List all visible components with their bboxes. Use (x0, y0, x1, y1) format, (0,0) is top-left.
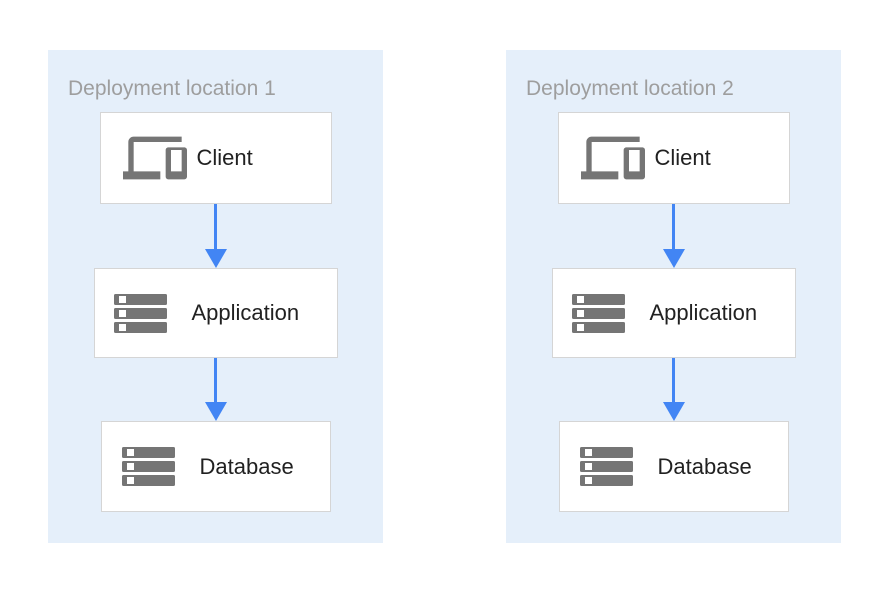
client-node: Client (99, 112, 332, 204)
node-label: Application (191, 300, 300, 325)
arrow-head-icon (204, 402, 227, 421)
arrow-head-icon (662, 249, 685, 268)
arrow-head-icon (204, 249, 227, 268)
database-node: Database (558, 421, 789, 512)
server-stack-icon (121, 447, 175, 486)
arrow-client-to-application (204, 204, 228, 268)
arrow-line (672, 204, 675, 249)
arrow-client-to-application (662, 204, 686, 268)
arrow-line (214, 204, 217, 249)
client-node: Client (557, 112, 790, 204)
arrow-line (214, 358, 217, 402)
arrow-application-to-database (204, 358, 228, 421)
arrow-line (672, 358, 675, 402)
application-node: Application (551, 268, 796, 358)
deployment-location-2-panel: Deployment location 2 Client (506, 50, 841, 543)
node-label: Client (196, 145, 253, 170)
node-label: Client (654, 145, 711, 170)
server-stack-icon (113, 293, 167, 333)
panel-title: Deployment location 2 (526, 77, 734, 100)
deployment-location-1-panel: Deployment location 1 Client (48, 50, 383, 543)
node-label: Application (649, 300, 758, 325)
database-node: Database (100, 421, 331, 512)
node-label: Database (657, 453, 752, 479)
server-stack-icon (579, 447, 633, 486)
arrow-application-to-database (662, 358, 686, 421)
application-node: Application (93, 268, 338, 358)
server-stack-icon (571, 293, 625, 333)
arrow-head-icon (662, 402, 685, 421)
panel-title: Deployment location 1 (68, 77, 276, 100)
devices-icon (122, 134, 188, 182)
devices-icon (580, 134, 646, 182)
node-label: Database (199, 453, 294, 479)
